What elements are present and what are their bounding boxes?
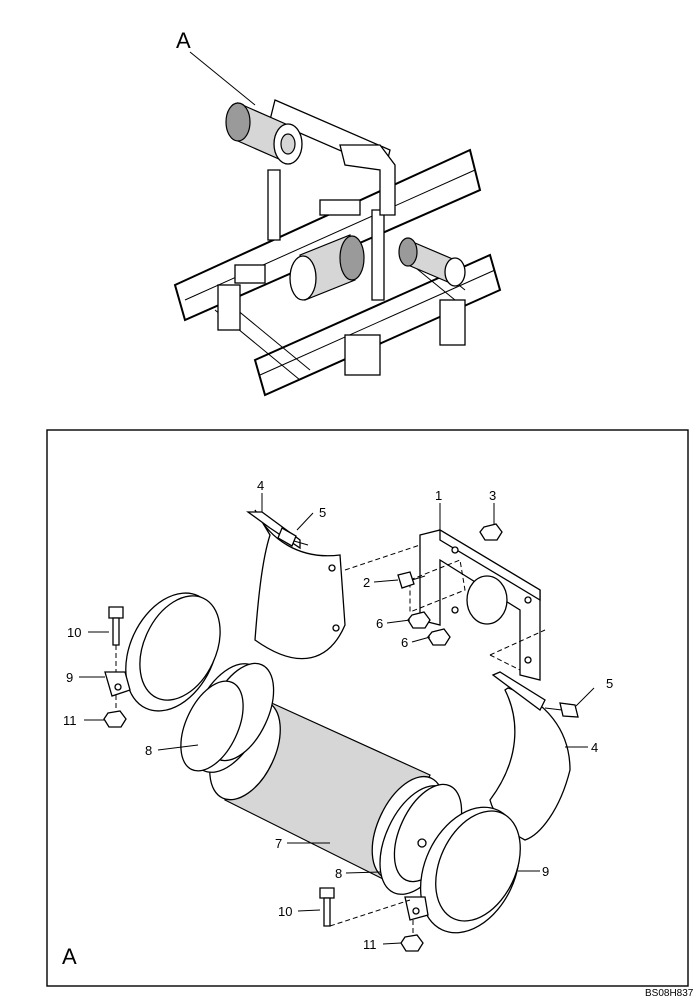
bolt-10-lower bbox=[319, 887, 411, 927]
rail-bracket bbox=[319, 199, 361, 216]
rail-bracket bbox=[217, 284, 241, 331]
mounting-ring-lower bbox=[404, 806, 521, 934]
part-label-6-lower: 6 bbox=[401, 635, 408, 650]
part-label-5-upper: 5 bbox=[319, 505, 326, 520]
rail-bracket bbox=[439, 299, 466, 346]
frame-rail-lower bbox=[253, 253, 502, 397]
filter-canister-rear bbox=[398, 237, 466, 287]
clamp-band-upper bbox=[180, 662, 275, 773]
part-label-10-upper: 10 bbox=[67, 625, 81, 640]
part-label-11-lower: 11 bbox=[363, 937, 377, 952]
rail-bracket bbox=[344, 334, 381, 376]
overview-illustration: A bbox=[173, 28, 502, 397]
bolt-10-upper bbox=[108, 606, 124, 672]
part-label-8-lower: 8 bbox=[335, 866, 342, 881]
rail-bracket bbox=[234, 264, 266, 284]
part-label-4-upper: 4 bbox=[257, 478, 264, 493]
filter-canister-lower bbox=[289, 234, 365, 301]
support-bracket bbox=[339, 144, 396, 216]
detail-view-label: A bbox=[62, 944, 77, 969]
heat-shield-lower bbox=[489, 687, 571, 841]
part-label-11-upper: 11 bbox=[63, 713, 77, 728]
part-label-6-upper: 6 bbox=[376, 616, 383, 631]
callout-a: A bbox=[176, 28, 191, 53]
nut-11-upper bbox=[103, 710, 127, 728]
bolt-lower bbox=[544, 702, 579, 718]
filter-canister-main bbox=[225, 102, 303, 165]
support-post bbox=[371, 209, 385, 301]
mounting-ring-upper bbox=[104, 592, 221, 712]
nut-11-lower bbox=[400, 934, 424, 952]
part-label-9-lower: 9 bbox=[542, 864, 549, 879]
detail-illustration: 1 3 4 5 2 6 6 5 4 10 9 11 8 7 8 9 10 11 bbox=[63, 478, 613, 952]
part-label-8-upper: 8 bbox=[145, 743, 152, 758]
support-post bbox=[267, 169, 281, 241]
heat-shield-upper bbox=[254, 509, 346, 660]
part-label-5-lower: 5 bbox=[606, 676, 613, 691]
part-label-10-lower: 10 bbox=[278, 904, 292, 919]
part-label-4-lower: 4 bbox=[591, 740, 598, 755]
bolt-2 bbox=[397, 571, 426, 589]
part-label-1: 1 bbox=[435, 488, 442, 503]
detail-view-frame bbox=[46, 429, 689, 987]
reference-code: BS08H837 bbox=[645, 988, 694, 999]
nut-6-lower bbox=[427, 628, 451, 646]
frame-rail-upper bbox=[173, 148, 482, 322]
part-label-2: 2 bbox=[363, 575, 370, 590]
nut-3 bbox=[479, 523, 503, 541]
part-label-3: 3 bbox=[489, 488, 496, 503]
part-label-9-upper: 9 bbox=[66, 670, 73, 685]
bolt-upper bbox=[277, 527, 309, 547]
part-label-7: 7 bbox=[275, 836, 282, 851]
